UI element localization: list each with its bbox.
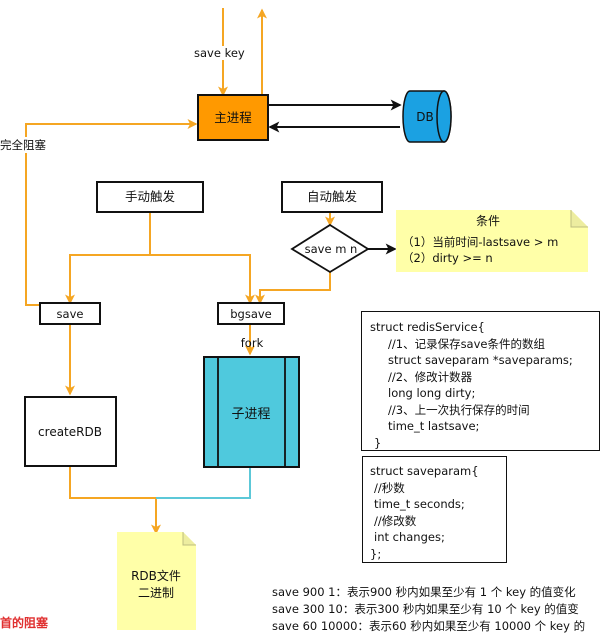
full-block-label: 完全阻塞 <box>0 137 46 153</box>
create-rdb-node: createRDB <box>24 396 117 467</box>
code-line: int changes; <box>374 530 445 544</box>
create-rdb-to-file-arrow <box>69 466 161 535</box>
save-rule-line: save 60 10000：表示60 秒内如果至少有 10000 个 key 的 <box>272 619 586 633</box>
manual-to-bgsave-arrow <box>150 254 255 305</box>
save-label: save <box>57 307 84 321</box>
save-key-label: save key <box>194 46 245 60</box>
rdb-file-label-1: RDB文件 <box>131 568 181 583</box>
code-line: time_t seconds; <box>374 497 465 511</box>
save-condition-label: save m n <box>305 242 358 256</box>
manual-trigger-node: 手动触发 <box>96 181 204 213</box>
short-block-label: 首的阻塞 <box>0 616 49 630</box>
manual-trigger-label: 手动触发 <box>125 189 176 204</box>
conditions-note: 条件 （1）当前时间-lastsave > m （2）dirty >= n <box>396 210 588 272</box>
code-line: } <box>374 435 382 450</box>
save-rules: save 900 1：表示900 秒内如果至少有 1 个 key 的值变化 sa… <box>272 584 585 635</box>
code-line: time_t lastsave; <box>388 419 480 433</box>
manual-to-save-arrow <box>65 212 151 305</box>
redis-service-struct: struct redisService{ //1、记录保存save条件的数组 s… <box>361 311 600 451</box>
bgsave-label: bgsave <box>230 307 272 321</box>
code-line: //秒数 <box>374 480 405 495</box>
rdb-file-label-2: 二进制 <box>138 586 174 600</box>
code-line: struct redisService{ <box>370 320 485 334</box>
code-line: //1、记录保存save条件的数组 <box>388 336 545 351</box>
saveparam-struct: struct saveparam{ //秒数 time_t seconds; /… <box>362 456 507 563</box>
condition-item-1: （1）当前时间-lastsave > m <box>402 235 558 249</box>
db-label: DB <box>416 110 433 124</box>
child-process-node: 子进程 <box>203 356 300 468</box>
save-condition-diamond: save m n <box>290 223 370 274</box>
fork-label: fork <box>241 336 264 350</box>
block-loop-arrow <box>25 119 198 306</box>
conditions-title: 条件 <box>476 214 500 228</box>
code-line: //2、修改计数器 <box>388 369 473 384</box>
code-line: //修改数 <box>374 513 417 528</box>
auto-trigger-label: 自动触发 <box>307 189 358 204</box>
save-rule-line: save 300 10：表示300 秒内如果至少有 10 个 key 的值变 <box>272 602 579 616</box>
save-node: save <box>39 302 101 325</box>
child-process-label: 子进程 <box>231 407 270 422</box>
condition-to-bgsave-arrow <box>255 272 331 305</box>
create-rdb-label: createRDB <box>38 425 102 439</box>
code-line: struct saveparam *saveparams; <box>388 353 573 367</box>
code-line: long long dirty; <box>388 386 476 400</box>
code-line: //3、上一次执行保存的时间 <box>388 402 530 417</box>
save-rule-line: save 900 1：表示900 秒内如果至少有 1 个 key 的值变化 <box>272 585 576 599</box>
condition-item-2: （2）dirty >= n <box>402 251 493 265</box>
code-line: struct saveparam{ <box>370 464 479 478</box>
bgsave-node: bgsave <box>217 302 285 325</box>
rdb-file-note: RDB文件 二进制 <box>117 532 196 630</box>
auto-trigger-node: 自动触发 <box>281 181 383 213</box>
main-process-node: 主进程 <box>197 94 269 141</box>
main-process-label: 主进程 <box>214 110 252 125</box>
db-node: DB <box>402 90 452 143</box>
code-line: }; <box>370 546 382 561</box>
child-to-file-line <box>156 467 251 499</box>
